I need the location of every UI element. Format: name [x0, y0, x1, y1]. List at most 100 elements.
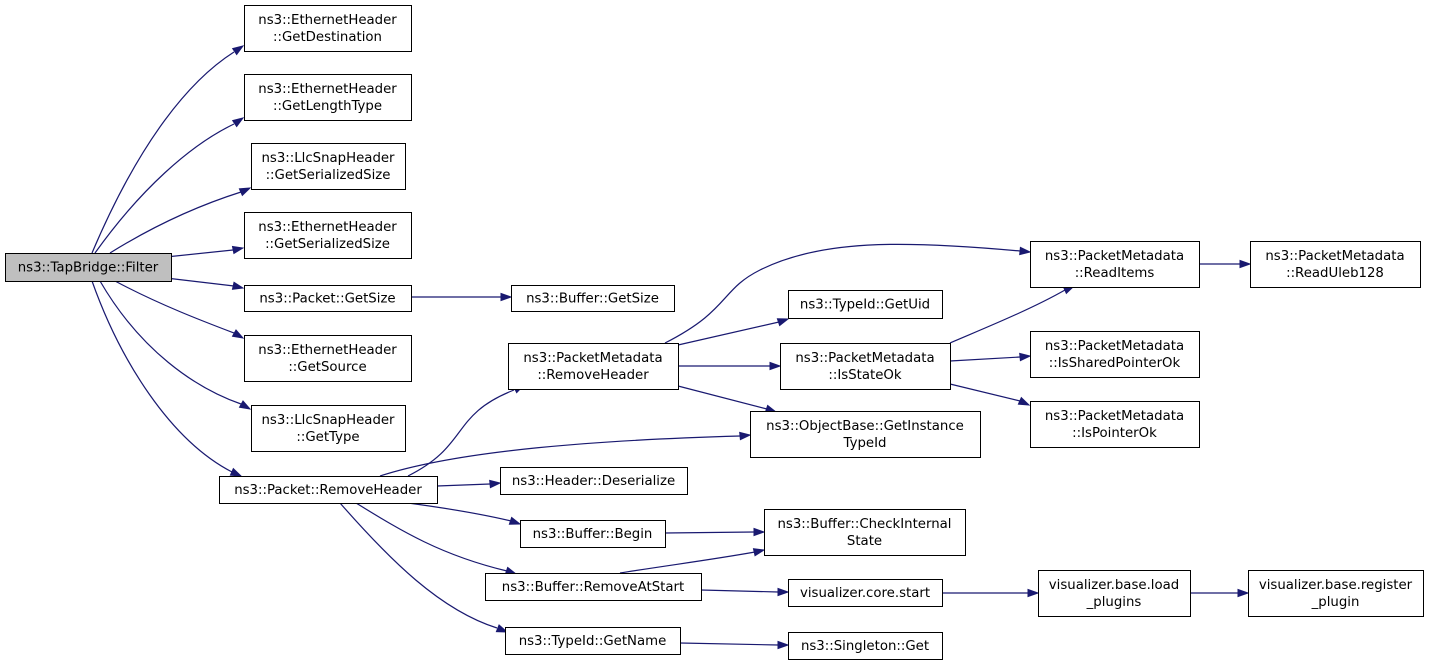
node-box: [788, 290, 943, 319]
node-label: _plugin: [1311, 595, 1360, 610]
arrowhead-icon: [753, 527, 766, 537]
node-llc_type[interactable]: ns3::LlcSnapHeader::GetType: [251, 405, 406, 452]
node-box: [788, 579, 943, 607]
edge-filter-to-eh_dest: [91, 45, 245, 254]
node-label: ::GetDestination: [273, 30, 382, 45]
node-box: [219, 476, 438, 504]
edge-line: [91, 51, 235, 254]
node-viz_load[interactable]: visualizer.base.load _plugins: [1038, 570, 1191, 617]
node-pm_read[interactable]: ns3::PacketMetadata::ReadItems: [1030, 241, 1200, 288]
edge-filter-to-eh_src: [114, 280, 245, 339]
edge-pkt_rmh-to-tid_name: [339, 502, 509, 633]
edge-line: [94, 123, 235, 254]
node-label: ns3::Buffer::RemoveAtStart: [502, 580, 684, 595]
node-label: ::IsPointerOk: [1072, 426, 1157, 441]
node-viz_start[interactable]: visualizer.core.start: [788, 579, 943, 607]
node-eh_dest[interactable]: ns3::EthernetHeader::GetDestination: [244, 5, 412, 52]
node-pm_state[interactable]: ns3::PacketMetadata::IsStateOk: [780, 343, 951, 390]
node-box: [244, 285, 412, 312]
node-tid_name[interactable]: ns3::TypeId::GetName: [505, 627, 681, 655]
edge-line: [165, 249, 234, 258]
edge-line: [91, 280, 233, 473]
edge-line: [109, 191, 242, 254]
node-label: ::GetSource: [288, 360, 366, 375]
node-label: ns3::TypeId::GetName: [519, 634, 667, 649]
node-tid_uid[interactable]: ns3::TypeId::GetUid: [788, 290, 943, 319]
node-llc_ser[interactable]: ns3::LlcSnapHeader::GetSerializedSize: [251, 143, 406, 190]
node-label: ::GetLengthType: [273, 99, 382, 114]
node-pm_rmh[interactable]: ns3::PacketMetadata::RemoveHeader: [508, 343, 679, 390]
node-pm_shared[interactable]: ns3::PacketMetadata::IsSharedPointerOk: [1030, 331, 1200, 378]
node-box: [764, 509, 966, 556]
node-box: [1248, 570, 1424, 617]
edge-filter-to-llc_type: [99, 280, 252, 410]
node-label: ns3::EthernetHeader: [258, 13, 397, 28]
arrowhead-icon: [231, 281, 245, 290]
edge-line: [379, 435, 741, 477]
node-label: ns3::EthernetHeader: [258, 82, 397, 97]
node-box: [244, 74, 412, 121]
edge-buf_begin-to-buf_cis: [664, 527, 766, 537]
node-label: ::ReadUleb128: [1286, 266, 1384, 281]
node-viz_reg[interactable]: visualizer.base.register_plugin: [1248, 570, 1424, 617]
node-box: [1038, 570, 1191, 617]
edge-line: [99, 280, 242, 405]
edge-pm_state-to-pm_ptr: [949, 383, 1031, 406]
edge-line: [436, 483, 491, 487]
node-label: visualizer.base.load: [1049, 578, 1179, 593]
node-pkt_size[interactable]: ns3::Packet::GetSize: [244, 285, 412, 312]
node-label: ns3::EthernetHeader: [258, 220, 397, 235]
edge-buf_ras-to-viz_start: [700, 587, 790, 597]
node-label: ns3::PacketMetadata: [1265, 249, 1404, 264]
nodes-layer: ns3::TapBridge::Filterns3::EthernetHeade…: [5, 5, 1424, 660]
node-buf_size[interactable]: ns3::Buffer::GetSize: [511, 285, 675, 312]
node-hdr_deser[interactable]: ns3::Header::Deserialize: [500, 467, 688, 495]
edge-pkt_rmh-to-pm_rmh: [407, 384, 526, 477]
node-label: ns3::LlcSnapHeader: [261, 413, 395, 428]
node-box: [505, 627, 681, 655]
node-pm_uleb[interactable]: ns3::PacketMetadata::ReadUleb128: [1250, 241, 1421, 288]
arrowhead-icon: [739, 431, 752, 441]
edge-pm_rmh-to-ob_git: [677, 385, 778, 413]
node-label: ns3::PacketMetadata: [1045, 409, 1184, 424]
node-eh_len[interactable]: ns3::EthernetHeader::GetLengthType: [244, 74, 412, 121]
node-label: ::IsStateOk: [828, 368, 901, 383]
arrowhead-icon: [231, 117, 245, 128]
node-label: ns3::TapBridge::Filter: [18, 261, 159, 276]
edge-line: [677, 385, 768, 410]
arrowhead-icon: [1237, 588, 1250, 598]
node-label: ns3::EthernetHeader: [258, 343, 397, 358]
node-box: [244, 5, 412, 52]
node-eh_src[interactable]: ns3::EthernetHeader::GetSource: [244, 335, 412, 382]
edge-pm_rmh-to-tid_uid: [677, 318, 790, 346]
node-box: [1250, 241, 1421, 288]
edge-buf_ras-to-buf_cis: [619, 548, 766, 574]
edge-pm_state-to-pm_shared: [949, 352, 1032, 362]
node-label: State: [847, 534, 882, 549]
edge-line: [114, 280, 235, 334]
node-buf_ras[interactable]: ns3::Buffer::RemoveAtStart: [485, 573, 702, 601]
edge-line: [949, 356, 1021, 362]
node-box: [1030, 331, 1200, 378]
node-label: ::RemoveHeader: [537, 368, 649, 383]
node-label: ns3::PacketMetadata: [795, 351, 934, 366]
node-box: [251, 143, 406, 190]
node-pkt_rmh[interactable]: ns3::Packet::RemoveHeader: [219, 476, 438, 504]
edge-pm_rmh-to-pm_read: [664, 243, 1032, 344]
node-box: [500, 467, 688, 495]
node-box: [244, 212, 412, 259]
node-box: [788, 632, 943, 660]
arrowhead-icon: [231, 45, 245, 56]
node-filter[interactable]: ns3::TapBridge::Filter: [5, 253, 172, 282]
node-label: _plugins: [1086, 595, 1142, 610]
arrowhead-icon: [1017, 396, 1031, 406]
node-buf_begin[interactable]: ns3::Buffer::Begin: [520, 520, 666, 548]
node-label: ns3::ObjectBase::GetInstance: [766, 419, 964, 434]
edge-line: [700, 589, 779, 593]
node-pm_ptr[interactable]: ns3::PacketMetadata::IsPointerOk: [1030, 401, 1200, 448]
node-singleton[interactable]: ns3::Singleton::Get: [788, 632, 943, 660]
arrowhead-icon: [1019, 246, 1032, 256]
node-eh_ser[interactable]: ns3::EthernetHeader::GetSerializedSize: [244, 212, 412, 259]
